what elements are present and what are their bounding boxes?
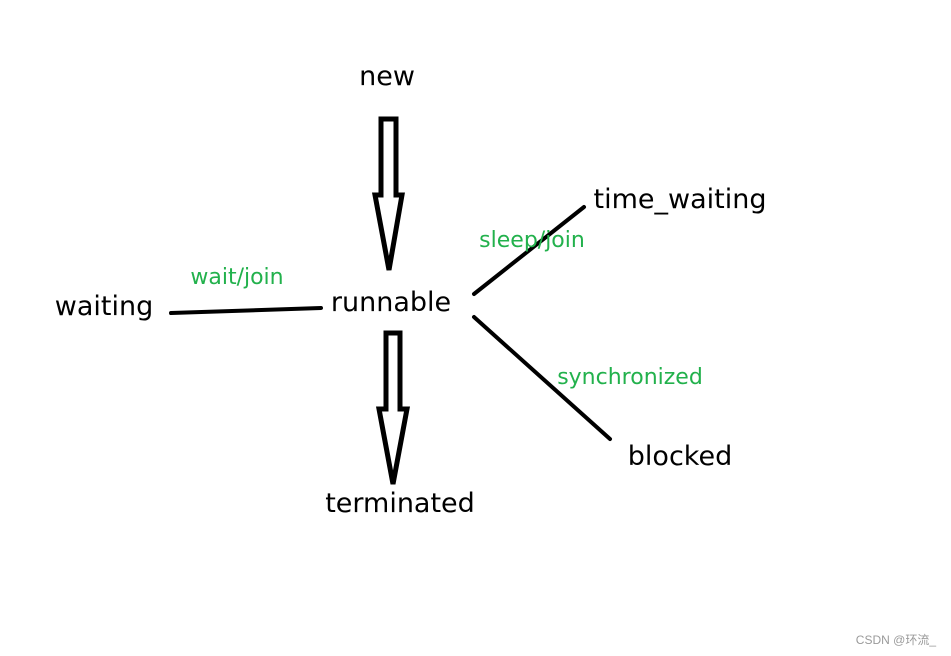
arrow-runnable-to-terminated (375, 330, 411, 485)
state-blocked: blocked (628, 441, 732, 472)
state-waiting: waiting (55, 291, 153, 322)
edge-runnable-time-waiting (472, 205, 586, 296)
state-new: new (359, 61, 415, 92)
edge-waiting-runnable (169, 306, 323, 315)
edge-label-wait-join: wait/join (190, 265, 283, 290)
edge-label-sleep-join: sleep/join (479, 228, 585, 253)
state-runnable: runnable (331, 287, 451, 318)
edge-runnable-blocked (472, 315, 612, 441)
edge-label-synchronized: synchronized (557, 365, 703, 390)
state-time-waiting: time_waiting (594, 184, 767, 215)
arrow-new-to-runnable (371, 116, 405, 271)
state-terminated: terminated (325, 488, 475, 519)
watermark: CSDN @环流_ (856, 633, 937, 647)
